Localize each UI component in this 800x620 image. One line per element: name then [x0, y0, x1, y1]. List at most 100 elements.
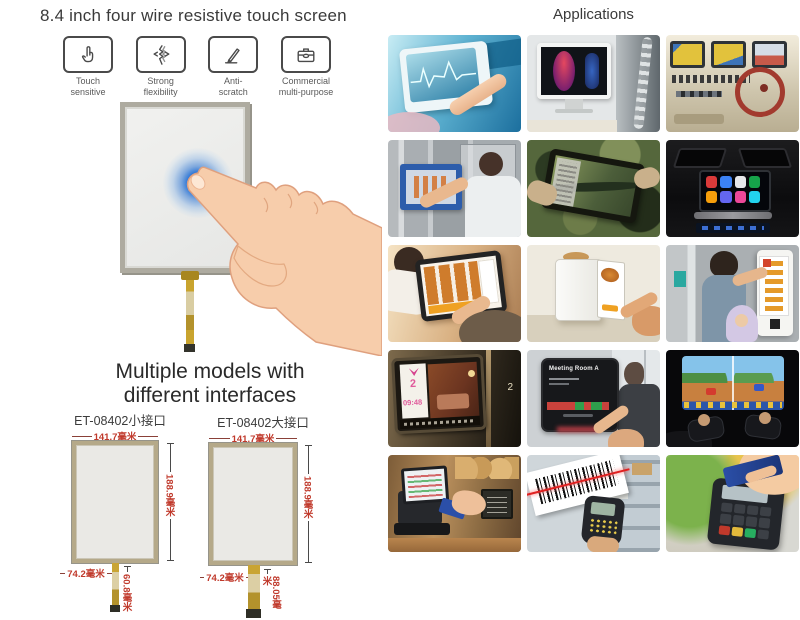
control-strip: [694, 212, 772, 219]
qr-code: [770, 319, 780, 329]
model-a-height-dim: 188.9毫米: [163, 472, 175, 519]
game-screen: [682, 356, 784, 410]
model-b-width-dim: 141.7毫米: [209, 431, 297, 445]
pos-base: [394, 523, 450, 535]
model-b-cable-tip: [246, 609, 261, 618]
panel-bar: [563, 414, 593, 417]
app-photo-countertop-order-kiosk: [527, 245, 660, 342]
app-photo-warehouse-barcode-scanner: [527, 455, 660, 552]
floor-indicator: 2: [507, 382, 513, 393]
app-photo-industrial-control-panel: [388, 140, 521, 237]
app-photo-military-rugged-tablet: [527, 140, 660, 237]
worker-head: [479, 152, 503, 176]
pointing-hand-illustration: [186, 166, 382, 356]
operator-hand: [586, 535, 620, 552]
model-b-name: ET-08402大接口: [217, 416, 309, 430]
app-photo-bakery-pos-register: [388, 455, 521, 552]
red-kart: [706, 388, 716, 395]
food-grid: [423, 260, 482, 306]
monitor-base: [555, 109, 593, 113]
app-photo-meeting-room-panel: Meeting Room A: [527, 350, 660, 447]
app-photo-medical-imaging-workstation: [527, 35, 660, 132]
flex-cable-connector: [181, 271, 199, 280]
info-strip: [399, 363, 429, 419]
wood-counter: [388, 538, 521, 552]
floor-number: 2: [409, 377, 417, 391]
kiosk-body: [555, 259, 601, 321]
model-a-bottom-dim: 74.2毫米: [60, 566, 112, 580]
anatomy-scan-blue: [585, 53, 599, 89]
app-photo-wall-vending-kiosk: [666, 245, 799, 342]
app-photo-medical-touch-monitor: [388, 35, 521, 132]
air-vent: [672, 148, 728, 168]
app-photo-ship-navigation-console: [666, 35, 799, 132]
feature-label: Anti-scratch: [218, 76, 248, 97]
model-a-panel: [71, 440, 159, 564]
model-b-panel: [208, 442, 298, 566]
splitscreen-divider: [732, 356, 734, 410]
model-b-bottom-dim: 74.2毫米: [200, 570, 250, 584]
player-thumb: [759, 412, 771, 424]
scanner-screen: [590, 501, 616, 517]
model-a-width-dim: 141.7毫米: [72, 429, 158, 443]
sonar-screen: [752, 41, 787, 68]
chartplotter-screen: [670, 41, 705, 68]
blue-kart: [754, 384, 764, 391]
applications-grid: 2 09:48 2 Meeting Room A: [388, 35, 799, 552]
model-b-height-dim: 188.9毫米: [301, 474, 313, 521]
carton-box: [632, 463, 652, 475]
app-icon-grid: [706, 176, 760, 203]
applications-heading: Applications: [553, 6, 634, 23]
steering-wheel: [735, 67, 785, 117]
model-a-cable-tip: [110, 605, 120, 612]
chalkboard: [481, 489, 513, 519]
models-heading: Multiple models with different interface…: [115, 360, 305, 407]
bed: [436, 393, 470, 410]
door-sticker: [674, 271, 686, 287]
chartplotter-screen: [711, 41, 746, 68]
user-hand: [608, 429, 644, 447]
game-hud: [684, 402, 782, 408]
bread-on-top: [563, 252, 589, 262]
stylus-icon: [208, 36, 259, 73]
air-vent: [737, 148, 793, 168]
touch-finger-icon: [63, 36, 113, 73]
model-a-cable: [112, 563, 119, 607]
player-thumb: [698, 414, 710, 426]
person-head: [624, 362, 644, 386]
kiosk-screen: [759, 256, 789, 316]
flex-arrows-icon: [135, 36, 186, 73]
climate-display: [696, 223, 770, 233]
ecg-waveform-icon: [410, 60, 477, 89]
patient-blur: [388, 112, 440, 132]
status-glow: [557, 427, 599, 432]
time-text: 09:48: [402, 397, 423, 408]
app-photo-elevator-display: 2 09:48 2: [388, 350, 521, 447]
child-face: [735, 314, 748, 327]
schedule-timeline: [547, 402, 609, 410]
model-a-cable-dim: 60.8毫米: [120, 572, 132, 614]
worker-body: [465, 176, 521, 237]
app-photo-card-payment-terminal: [666, 455, 799, 552]
app-photo-handheld-game-console: [666, 350, 799, 447]
room-title: Meeting Room A: [549, 366, 599, 372]
info-line: [549, 378, 579, 380]
foreground-shoulder: [459, 310, 521, 342]
app-photo-car-infotainment: [666, 140, 799, 237]
info-line: [549, 383, 569, 385]
briefcase-icon: [280, 36, 331, 73]
flex-cable: [186, 280, 194, 344]
model-b-cable: [248, 565, 260, 611]
scanner-keypad: [588, 517, 618, 535]
flex-cable-tip: [184, 344, 195, 352]
feature-anti-scratch: Anti-scratch: [201, 36, 265, 98]
woman-head: [710, 251, 738, 277]
terminal-keypad: [718, 502, 772, 540]
anatomy-scan-red: [553, 51, 575, 91]
